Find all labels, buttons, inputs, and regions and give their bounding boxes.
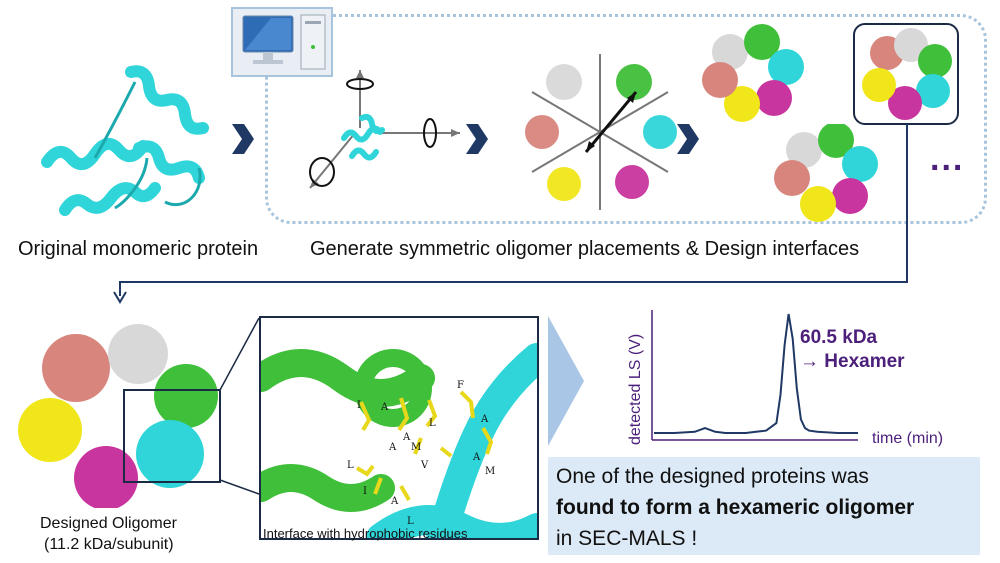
computer-icon [231, 7, 333, 77]
designed-label-2: (11.2 kDa/subunit) [44, 536, 174, 553]
designed-label-1: Designed Oligomer [40, 515, 177, 532]
more-ellipsis: ... [930, 140, 965, 178]
residue-label: L [429, 418, 436, 429]
residue-label: A [472, 452, 481, 463]
right-chevron-icon [232, 124, 254, 154]
residue-label: A [388, 442, 397, 453]
subunit-pink [525, 115, 559, 149]
residue-label: A [480, 414, 489, 425]
subunit-yellow [547, 167, 581, 201]
subunit-green [616, 64, 652, 100]
residue-label: L [347, 460, 354, 471]
subunit-white [546, 64, 582, 100]
interface-label: Interface with hydrophobic residues [263, 526, 468, 541]
result-callout: One of the designed proteins was found t… [548, 457, 980, 555]
residue-label: L [407, 516, 414, 527]
residue-label: M [485, 466, 495, 477]
rotation-arrow-icon [309, 78, 437, 187]
result-line-1: One of the designed proteins was [556, 465, 869, 488]
right-chevron-icon [466, 124, 488, 154]
annotation-mass: 60.5 kDa [800, 327, 878, 348]
selected-candidate [853, 23, 959, 125]
process-frame [265, 14, 987, 224]
annotation-hexamer: → Hexamer [800, 351, 905, 372]
residue-label: A [390, 496, 399, 507]
y-axis-label: detected LS (V) [627, 334, 644, 445]
residue-label: A [402, 432, 411, 443]
residue-label: M [411, 442, 421, 453]
residue-label: I [363, 486, 367, 497]
zoom-connector [219, 317, 260, 495]
subunit-cyan [643, 115, 677, 149]
connector-arrow [113, 124, 908, 304]
original-label: Original monomeric protein [18, 238, 259, 260]
result-line-3: in SEC-MALS ! [556, 527, 698, 550]
monomer-structure [41, 65, 209, 216]
right-chevron-icon [677, 124, 699, 154]
residue-label: F [457, 380, 464, 391]
residue-label: A [380, 402, 389, 413]
placement-axes [309, 70, 460, 189]
right-chevron-icon [548, 316, 584, 446]
designed-oligomer [18, 324, 221, 508]
residue-label: I [357, 400, 361, 411]
subunit-magenta [615, 165, 649, 199]
double-arrow-icon [584, 91, 638, 153]
candidate-oligomer-2 [774, 124, 878, 222]
x-axis-label: time (min) [872, 430, 943, 447]
symmetric-placement [525, 54, 677, 210]
candidate-oligomer-1 [702, 24, 804, 122]
ls-trace [654, 313, 858, 434]
residue-label: V [420, 460, 429, 471]
sec-mals-chart: detected LS (V) time (min) 60.5 kDa → He… [627, 310, 943, 447]
generate-label: Generate symmetric oligomer placements &… [310, 238, 860, 260]
result-line-2: found to form a hexameric oligomer [556, 496, 915, 519]
